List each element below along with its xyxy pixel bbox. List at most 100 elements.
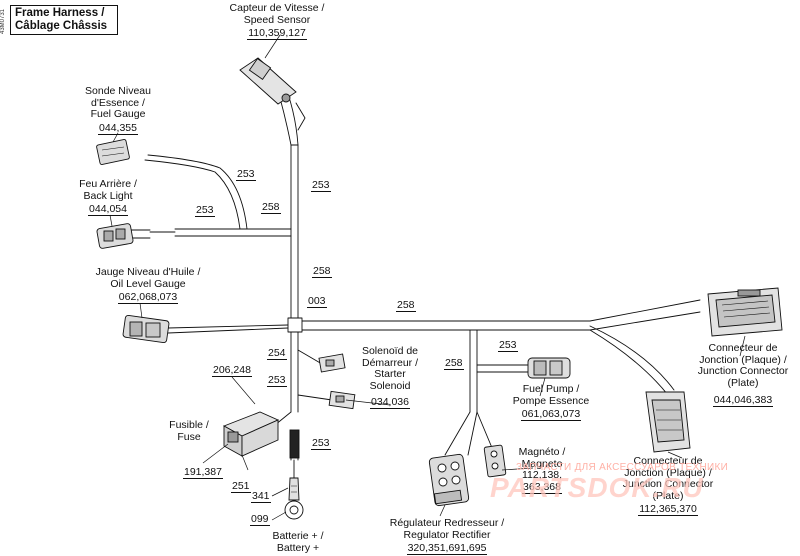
battery-part-terminal: 099 (250, 513, 270, 526)
magneto-label: Magnéto / Magneto 112,138, 363,368 (510, 446, 574, 494)
document-id: 43M0731 (0, 8, 6, 34)
back-light-label-line1: Feu Arrière / (79, 178, 137, 190)
leader-lines (109, 34, 746, 521)
wire-number-253-left: 253 (195, 204, 215, 217)
fuel-gauge-label-line1: Sonde Niveau (85, 85, 151, 97)
junction-plate-right-connector (707, 287, 783, 337)
fuel-gauge-label-line2: d'Essence / (91, 96, 145, 109)
fuse-part-side: 251 (231, 480, 251, 493)
junction-right-line1: Connecteur de (708, 342, 778, 354)
solenoid-wires (297, 349, 333, 401)
fuel-pump-label: Fuel Pump / Pompe Essence 061,063,073 (506, 383, 596, 421)
junction-bottom-line4: (Plate) (652, 489, 684, 502)
oil-gauge-label: Jauge Niveau d'Huile / Oil Level Gauge 0… (82, 266, 214, 304)
junction-bottom-part: 112,365,370 (638, 503, 698, 516)
fuse-label: Fusible / Fuse (162, 419, 216, 443)
regulator-label: Régulateur Redresseur / Regulator Rectif… (372, 517, 522, 555)
battery-fuse-sleeve (289, 429, 300, 459)
magneto-label-line2: Magneto (521, 457, 563, 470)
speed-sensor-label: Capteur de Vitesse / Speed Sensor 110,35… (222, 2, 332, 40)
fuel-gauge-label: Sonde Niveau d'Essence / Fuel Gauge 044,… (68, 85, 168, 135)
wire-number-253-pump: 253 (498, 339, 518, 352)
wire-number-253-fuel: 253 (311, 179, 331, 192)
battery-ring-terminal (284, 477, 304, 520)
wire-number-253-fuse: 253 (311, 437, 331, 450)
junction-right-part: 044,046,383 (712, 394, 774, 407)
junction-plate-right-label: Connecteur de Jonction (Plaque) / Juncti… (690, 342, 796, 407)
wire-number-003: 003 (307, 295, 327, 308)
solenoid-connector-upper (318, 353, 346, 373)
regulator-connector (428, 453, 470, 507)
fuel-pump-label-line2: Pompe Essence (512, 394, 590, 407)
battery-label-line2: Battery + (276, 541, 320, 554)
wire-number-253-top: 253 (236, 168, 256, 181)
solenoid-part: 034,036 (370, 396, 410, 409)
solenoid-label: Solenoïd de Démarreur / Starter Solenoid… (350, 345, 430, 409)
solenoid-label-line1: Solenoïd de (361, 345, 419, 357)
battery-label: Batterie + / Battery + (258, 530, 338, 554)
magneto-part-b: 363,368 (522, 480, 562, 494)
fuse-label-line2: Fuse (177, 430, 201, 443)
speed-sensor-label-line2: Speed Sensor (243, 13, 311, 26)
fuse-part-bottom: 191,387 (183, 466, 223, 479)
fuel-gauge-part: 044,355 (98, 121, 138, 135)
junction-plate-bottom-label: Connecteur de Jonction (Plaque) / Juncti… (616, 455, 720, 516)
left-branch-wire (129, 154, 292, 239)
junction-right-line2: Jonction (Plaque) / (699, 353, 787, 366)
wire-number-253-sol: 253 (267, 374, 287, 387)
regulator-label-line1: Régulateur Redresseur / (389, 517, 505, 529)
junction-right-line4: (Plate) (727, 376, 759, 389)
oil-gauge-label-line1: Jauge Niveau d'Huile / (95, 266, 201, 278)
fuel-gauge-connector (96, 139, 130, 165)
speed-sensor-part: 110,359,127 (247, 27, 307, 40)
solenoid-label-line4: Solenoid (369, 379, 411, 392)
fuel-pump-part: 061,063,073 (520, 408, 582, 421)
wire-number-254: 254 (267, 347, 287, 360)
oil-gauge-connector (122, 314, 170, 344)
oil-gauge-part: 062,068,073 (117, 291, 179, 304)
wire-number-258-main: 258 (396, 299, 416, 312)
regulator-label-line2: Regulator Rectifier (403, 528, 491, 541)
speed-sensor-connector (239, 57, 297, 105)
oil-gauge-label-line2: Oil Level Gauge (110, 277, 186, 290)
battery-label-line1: Batterie + / (272, 530, 324, 542)
solenoid-connector-lower (328, 390, 356, 410)
wire-number-258-down: 258 (444, 357, 464, 370)
junction-bottom-line1: Connecteur de (633, 455, 703, 467)
wire-number-258-left: 258 (261, 201, 281, 214)
fuse-part-top: 206,248 (212, 364, 252, 377)
back-light-label-line2: Back Light (83, 189, 133, 202)
watermark-logo: PARTSDOK.RU (490, 472, 704, 503)
regulator-part: 320,351,691,695 (406, 542, 488, 555)
fuse-label-line1: Fusible / (169, 419, 209, 431)
watermark-text: ЗАПЧАСТИ ДЛЯ АКСЕССУАРОВ ТЕХНИКИ (516, 462, 729, 473)
trunk-wire (290, 144, 299, 413)
back-light-part: 044,054 (88, 203, 128, 216)
solenoid-label-line3: Starter (374, 368, 406, 380)
fuse-holder (222, 411, 280, 457)
speed-sensor-label-line1: Capteur de Vitesse / (229, 2, 325, 14)
title-line-1: Frame Harness / (15, 7, 105, 19)
junction-splice (287, 317, 303, 333)
junction-right-line3: Junction Connector (697, 365, 789, 377)
back-light-connector (96, 223, 134, 249)
junction-plate-bottom-connector (645, 391, 691, 453)
title-line-2: Câblage Châssis (15, 20, 108, 32)
fuel-pump-label-line1: Fuel Pump / (522, 383, 580, 395)
junction-bottom-line2: Jonction (Plaque) / (624, 466, 712, 479)
wire-number-258-mid: 258 (312, 265, 332, 278)
fuel-pump-branch (444, 329, 529, 456)
junction-bottom-line3: Junction Connector (622, 478, 714, 490)
magneto-part-a: 112,138, (521, 469, 563, 481)
oil-gauge-lead (167, 324, 289, 334)
fuel-pump-connector (527, 357, 571, 379)
main-branch-wire (297, 299, 701, 396)
back-light-label: Feu Arrière / Back Light 044,054 (58, 178, 158, 216)
magneto-label-line1: Magnéto / (518, 446, 566, 458)
fuel-gauge-label-line3: Fuel Gauge (90, 108, 146, 120)
battery-part-ring: 341 (251, 490, 271, 503)
magneto-connector (483, 444, 507, 478)
solenoid-label-line2: Démarreur / (361, 356, 418, 369)
